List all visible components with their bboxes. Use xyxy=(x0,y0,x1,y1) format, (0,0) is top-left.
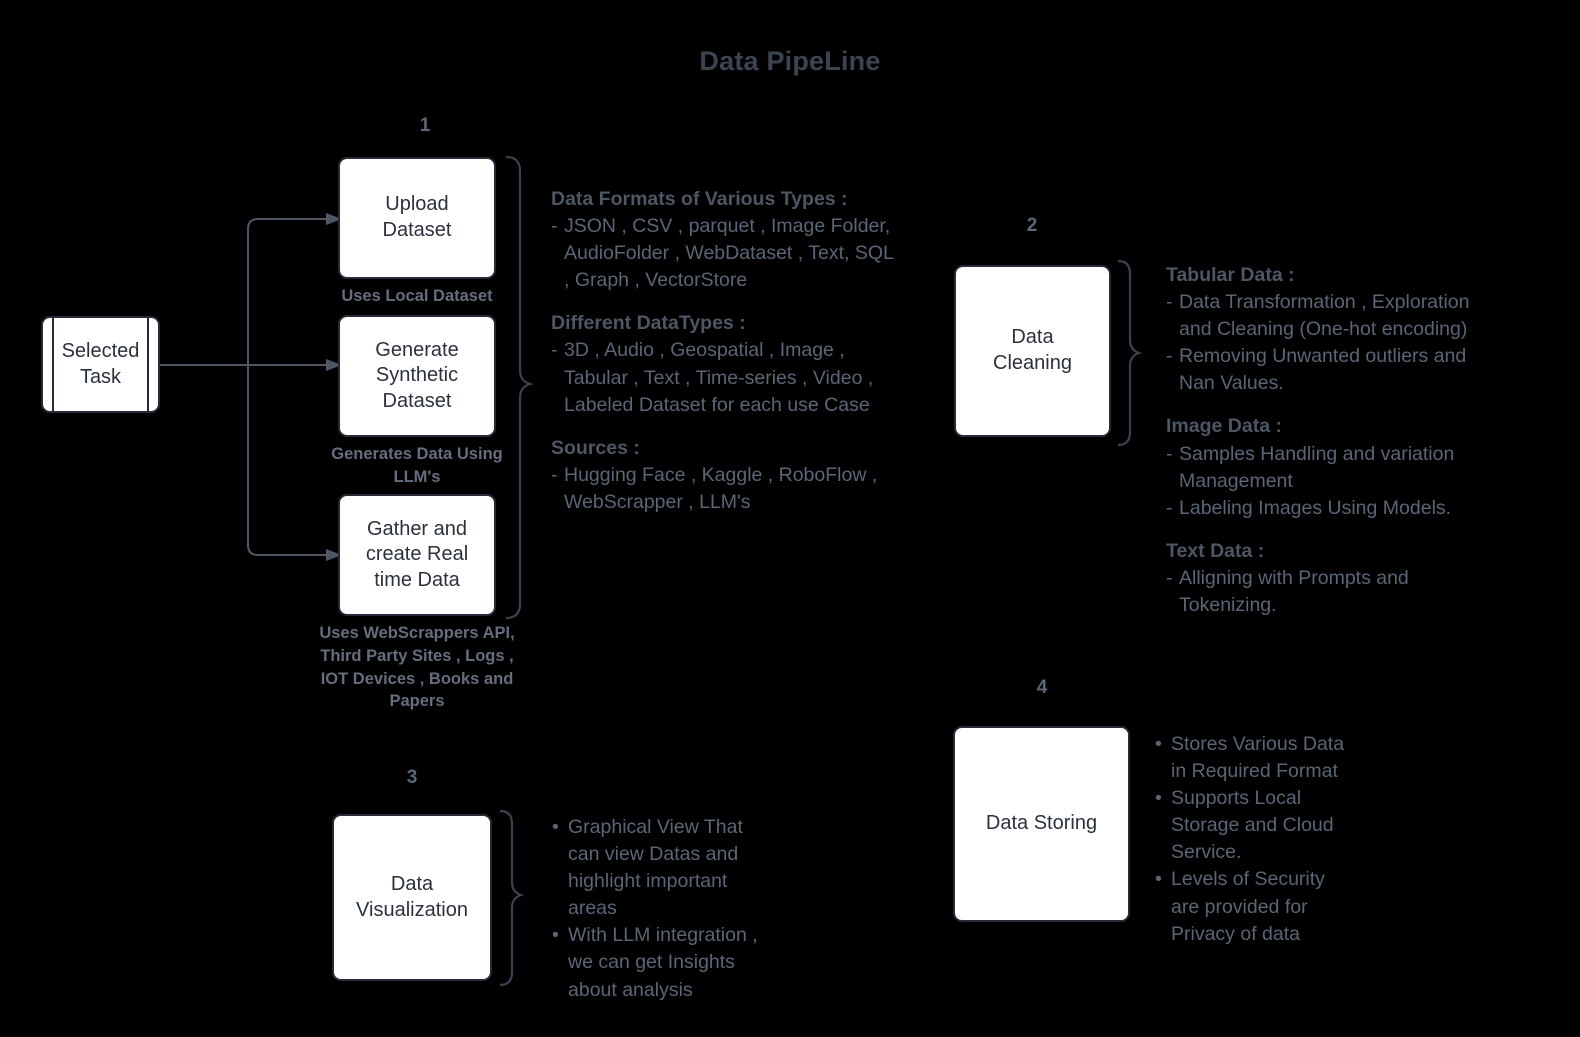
annotation-line: -Removing Unwanted outliers and xyxy=(1166,345,1467,368)
annotation-line: WebScrapper , LLM's xyxy=(564,490,751,513)
brace-step-3 xyxy=(499,809,525,987)
node-upload-dataset[interactable]: Upload Dataset xyxy=(338,157,496,279)
annotation-line: -Alligning with Prompts and xyxy=(1166,566,1409,589)
step-number-4: 4 xyxy=(1036,677,1048,698)
annotation-line: Tokenizing. xyxy=(1179,594,1277,617)
annotation-step-2: Tabular Data : -Data Transformation , Ex… xyxy=(1166,262,1566,619)
annotation-spacer xyxy=(1166,522,1566,538)
bullets-step-3: Graphical View That can view Datas and h… xyxy=(551,814,811,1004)
node-data-cleaning[interactable]: Data Cleaning xyxy=(954,265,1111,437)
annotation-spacer xyxy=(1166,397,1566,413)
annotation-line: Labeled Dataset for each use Case xyxy=(564,393,870,416)
step-number-1: 1 xyxy=(419,115,431,136)
caption-gather-realtime-data: Uses WebScrappers API, Third Party Sites… xyxy=(319,624,515,711)
node-data-cleaning-label: Data Cleaning xyxy=(993,326,1072,374)
node-selected-task-label: Selected Task xyxy=(61,339,140,388)
annotation-spacer xyxy=(551,294,971,310)
caption-upload-dataset: Uses Local Dataset xyxy=(341,287,493,305)
brace-step-1 xyxy=(505,155,534,620)
node-data-storing-label: Data Storing xyxy=(985,812,1098,835)
node-generate-synthetic-dataset[interactable]: Generate Synthetic Dataset xyxy=(338,315,496,437)
step-number-2: 2 xyxy=(1026,215,1038,236)
annotation-line: -3D , Audio , Geospatial , Image , xyxy=(551,339,845,362)
node-data-visualization[interactable]: Data Visualization xyxy=(332,814,492,981)
annotation-step-1: Data Formats of Various Types : -JSON , … xyxy=(551,186,971,516)
bullets-step-4: Stores Various Data in Required Format S… xyxy=(1154,731,1424,948)
node-data-visualization-label: Data Visualization xyxy=(356,872,468,921)
list-item: With LLM integration , we can get Insigh… xyxy=(551,922,811,1003)
list-item: Graphical View That can view Datas and h… xyxy=(551,814,811,922)
annotation-line: and Cleaning (One-hot encoding) xyxy=(1179,318,1468,341)
brace-step-2 xyxy=(1117,259,1143,447)
node-generate-synthetic-dataset-label: Generate Synthetic Dataset xyxy=(375,338,459,412)
annotation-line: AudioFolder , WebDataset , Text, SQL xyxy=(564,242,894,265)
node-data-storing[interactable]: Data Storing xyxy=(953,726,1130,922)
annotation-line: Tabular , Text , Time-series , Video , xyxy=(564,366,874,389)
annotation-heading-tabular-data: Tabular Data : xyxy=(1166,264,1295,286)
annotation-heading-text-data: Text Data : xyxy=(1166,539,1265,562)
caption-generate-synthetic-dataset: Generates Data Using LLM's xyxy=(331,445,503,486)
annotation-line: -JSON , CSV , parquet , Image Folder, xyxy=(551,215,891,238)
annotation-heading-data-formats: Data Formats of Various Types : xyxy=(551,188,848,210)
list-item: Levels of Security are provided for Priv… xyxy=(1154,866,1424,947)
node-gather-realtime-data[interactable]: Gather and create Real time Data xyxy=(338,494,496,616)
annotation-line: , Graph , VectorStore xyxy=(564,269,748,292)
annotation-line: -Data Transformation , Exploration xyxy=(1166,291,1470,314)
list-item: Supports Local Storage and Cloud Service… xyxy=(1154,785,1424,866)
node-selected-task[interactable]: Selected Task xyxy=(41,316,160,413)
page-title: Data PipeLine xyxy=(699,46,881,76)
annotation-line: -Labeling Images Using Models. xyxy=(1166,496,1452,519)
annotation-spacer xyxy=(551,419,971,435)
node-gather-realtime-data-label: Gather and create Real time Data xyxy=(365,517,469,591)
annotation-heading-datatypes: Different DataTypes : xyxy=(551,312,746,335)
list-item: Stores Various Data in Required Format xyxy=(1154,731,1424,785)
predefined-process-bar-left xyxy=(52,318,54,411)
predefined-process-bar-right xyxy=(147,318,149,411)
annotation-heading-sources: Sources : xyxy=(551,436,640,459)
node-upload-dataset-label: Upload Dataset xyxy=(382,193,452,241)
annotation-line: Nan Values. xyxy=(1179,372,1284,395)
annotation-line: -Samples Handling and variation xyxy=(1166,442,1455,465)
annotation-heading-image-data: Image Data : xyxy=(1166,415,1282,438)
annotation-line: -Hugging Face , Kaggle , RoboFlow , xyxy=(551,463,878,486)
annotation-line: Management xyxy=(1179,469,1293,492)
step-number-3: 3 xyxy=(406,767,418,788)
